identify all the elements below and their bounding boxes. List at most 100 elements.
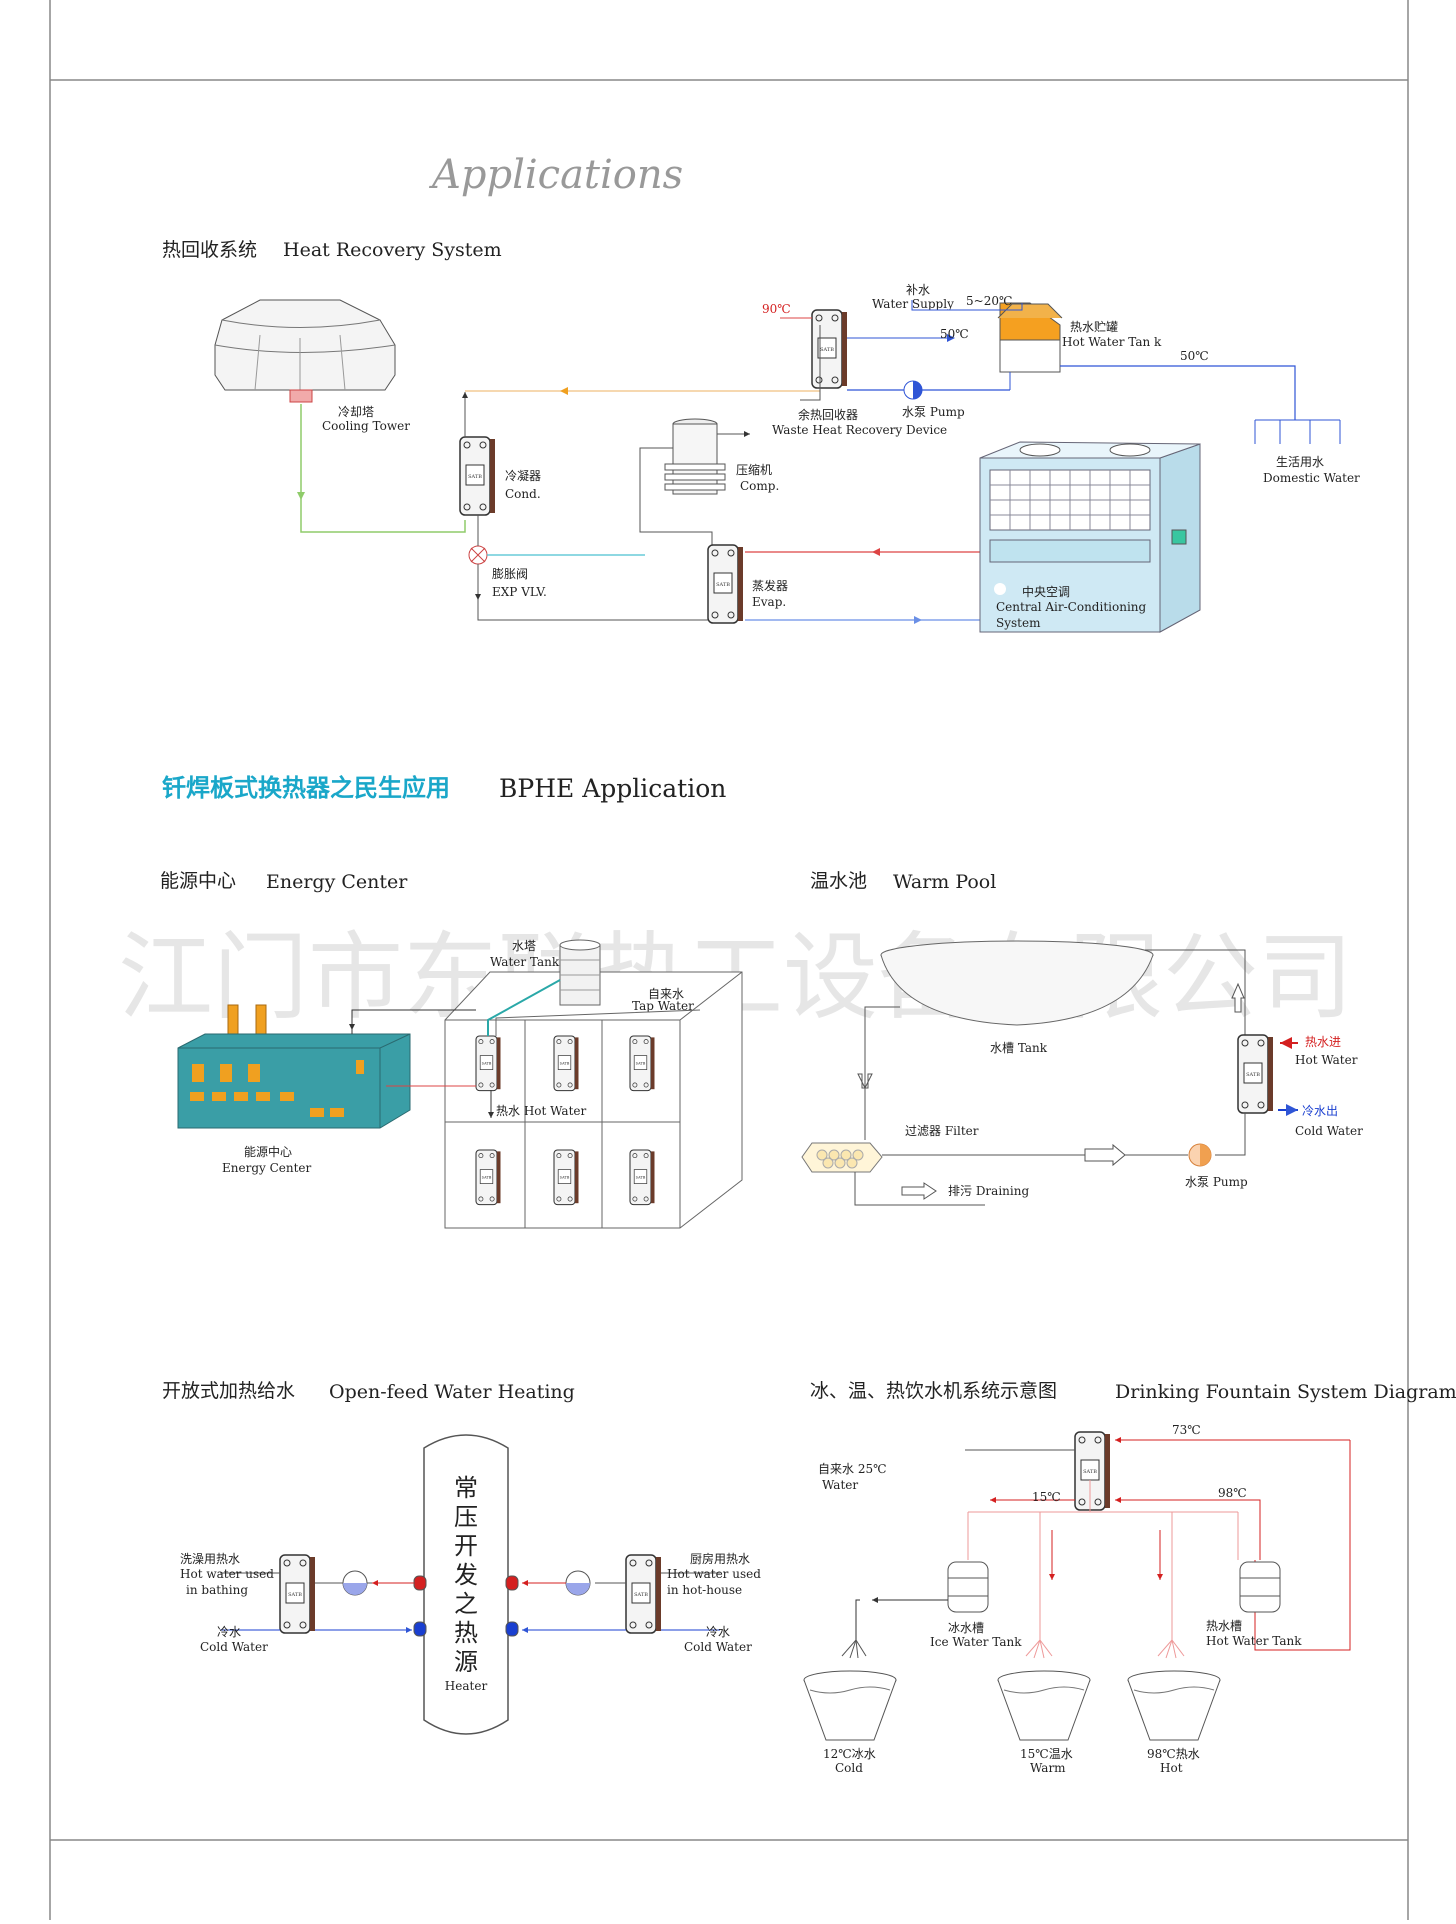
domestic-en: Domestic Water [1263, 471, 1360, 485]
tap-cn: 自来水 [648, 987, 684, 1001]
cold-right-cn: 冷水 [706, 1625, 730, 1639]
warm-pool-phe-icon [1237, 1034, 1274, 1114]
warm-pool-title-cn: 温水池 [810, 870, 867, 892]
pool-pump-label: 水泵 Pump [1185, 1175, 1248, 1189]
cold-left-en: Cold Water [200, 1640, 268, 1654]
draining-label: 排污 Draining [948, 1184, 1029, 1198]
open-feed-diagram: 开放式加热给水 Open-feed Water Heating 常 压 开 发 … [162, 1380, 761, 1735]
factory-icon [177, 1004, 411, 1129]
ec-phe-4 [475, 1149, 502, 1206]
pool-pump-icon [1188, 1143, 1212, 1167]
cooling-tower-en: Cooling Tower [322, 419, 410, 433]
bath-cn: 洗澡用热水 [180, 1552, 240, 1566]
cond-cn: 冷凝器 [505, 468, 541, 483]
filter-label: 过滤器 Filter [905, 1124, 979, 1138]
cooling-tower-cn: 冷却塔 [338, 405, 374, 419]
whr-en: Waste Heat Recovery Device [772, 423, 947, 437]
cup3-cn: 98℃热水 [1147, 1747, 1200, 1761]
filter-icon [801, 1142, 883, 1173]
kitchen-en2: in hot-house [667, 1583, 742, 1597]
ac-cn: 中央空调 [1022, 584, 1070, 599]
ac-en2: System [996, 616, 1041, 630]
domestic-cn: 生活用水 [1276, 455, 1324, 469]
warm-pool-diagram: 温水池 Warm Pool 水槽 Tank 热水进 Hot Water 冷水出 … [801, 870, 1363, 1206]
cup1-cn: 12℃冰水 [823, 1747, 876, 1761]
temp-98: 98℃ [1218, 1486, 1247, 1500]
cup2-en: Warm [1030, 1761, 1066, 1775]
cold-left-cn: 冷水 [217, 1625, 241, 1639]
page-frame [49, 0, 1409, 1920]
ice-tank-cn: 冰水槽 [948, 1621, 984, 1635]
energy-center-diagram: 能源中心 Energy Center 水塔 Water Tank 自来水 Tap… [160, 870, 743, 1229]
heater-char-5: 之 [454, 1590, 478, 1618]
whr-cn: 余热回收器 [798, 407, 858, 422]
cold-out-en: Cold Water [1295, 1124, 1363, 1138]
compressor-icon [664, 418, 726, 495]
energy-center-title-cn: 能源中心 [160, 870, 236, 892]
expansion-valve-icon [468, 545, 488, 565]
open-feed-title-en: Open-feed Water Heating [329, 1381, 575, 1403]
kitchen-cn: 厨房用热水 [690, 1551, 750, 1566]
building-cube [444, 971, 743, 1229]
heat-recovery-title-cn: 热回收系统 [162, 239, 257, 261]
fountain-phe-icon [1074, 1431, 1111, 1511]
ec-phe-1 [475, 1035, 502, 1092]
ac-en1: Central Air-Conditioning [996, 600, 1147, 614]
bath-en2: in bathing [186, 1583, 248, 1597]
kitchen-en1: Hot water used [667, 1567, 761, 1581]
pump-label: 水泵 Pump [902, 405, 965, 419]
fountain-title-en: Drinking Fountain System Diagram [1115, 1381, 1456, 1403]
cold-out-cn: 冷水出 [1302, 1104, 1338, 1118]
evap-en: Evap. [752, 595, 786, 609]
page-title: Applications [428, 152, 683, 198]
temp-50b: 50℃ [1180, 349, 1209, 363]
heater-char-4: 发 [454, 1561, 478, 1589]
spray-hot-icon [1157, 1639, 1185, 1659]
comp-en: Comp. [740, 479, 779, 493]
cup1-en: Cold [835, 1761, 863, 1775]
hot-water-tank-icon [997, 302, 1063, 373]
ice-water-tank-icon [947, 1561, 989, 1613]
cold-right-en: Cold Water [684, 1640, 752, 1654]
hot-in-cn: 热水进 [1305, 1035, 1341, 1049]
water-supply-en: Water Supply [872, 297, 954, 311]
comp-cn: 压缩机 [736, 462, 772, 477]
domestic-water-taps [1254, 419, 1341, 444]
ec-phe-3 [629, 1035, 656, 1092]
temp-15: 15℃ [1032, 1490, 1061, 1504]
left-pump-icon [342, 1570, 368, 1596]
cup3-en: Hot [1160, 1761, 1183, 1775]
heater-char-7: 源 [454, 1648, 478, 1676]
bphe-title-cn: 钎焊板式换热器之民生应用 [162, 773, 450, 802]
spray-cold-icon [841, 1639, 867, 1659]
tank-cn: 热水贮罐 [1070, 319, 1118, 334]
spray-warm-icon [1025, 1639, 1053, 1659]
open-feed-title-cn: 开放式加热给水 [162, 1380, 295, 1402]
water-tower-icon [559, 939, 601, 1006]
tap-water-cn: 自来水 25℃ [818, 1462, 887, 1476]
pool-tank-icon [880, 940, 1154, 1026]
warm-pool-title-en: Warm Pool [893, 871, 996, 893]
waste-heat-recovery-phe-icon [811, 309, 848, 389]
ec-hot-water: 热水 Hot Water [496, 1104, 587, 1118]
condenser-phe-icon [459, 436, 496, 516]
heater-char-6: 热 [454, 1619, 478, 1647]
kitchen-phe-icon [625, 1554, 662, 1634]
bath-en1: Hot water used [180, 1567, 274, 1581]
cooling-tower-icon [214, 299, 396, 403]
heater-tank-icon [423, 1434, 509, 1735]
hot-tank-cn: 热水槽 [1206, 1619, 1242, 1633]
fountain-title-cn: 冰、温、热饮水机系统示意图 [810, 1380, 1057, 1402]
tank-label: 水槽 Tank [990, 1041, 1048, 1055]
hot-tank-en: Hot Water Tank [1206, 1634, 1302, 1648]
ec-en: Energy Center [222, 1161, 312, 1175]
evaporator-phe-icon [707, 544, 744, 624]
ec-phe-2 [553, 1035, 580, 1092]
hot-water-tank2-icon [1239, 1561, 1281, 1613]
bphe-title-en: BPHE Application [499, 774, 726, 803]
temp-90: 90℃ [762, 302, 791, 316]
right-pump-icon [565, 1570, 591, 1596]
tank-en: Hot Water Tan k [1062, 335, 1162, 349]
